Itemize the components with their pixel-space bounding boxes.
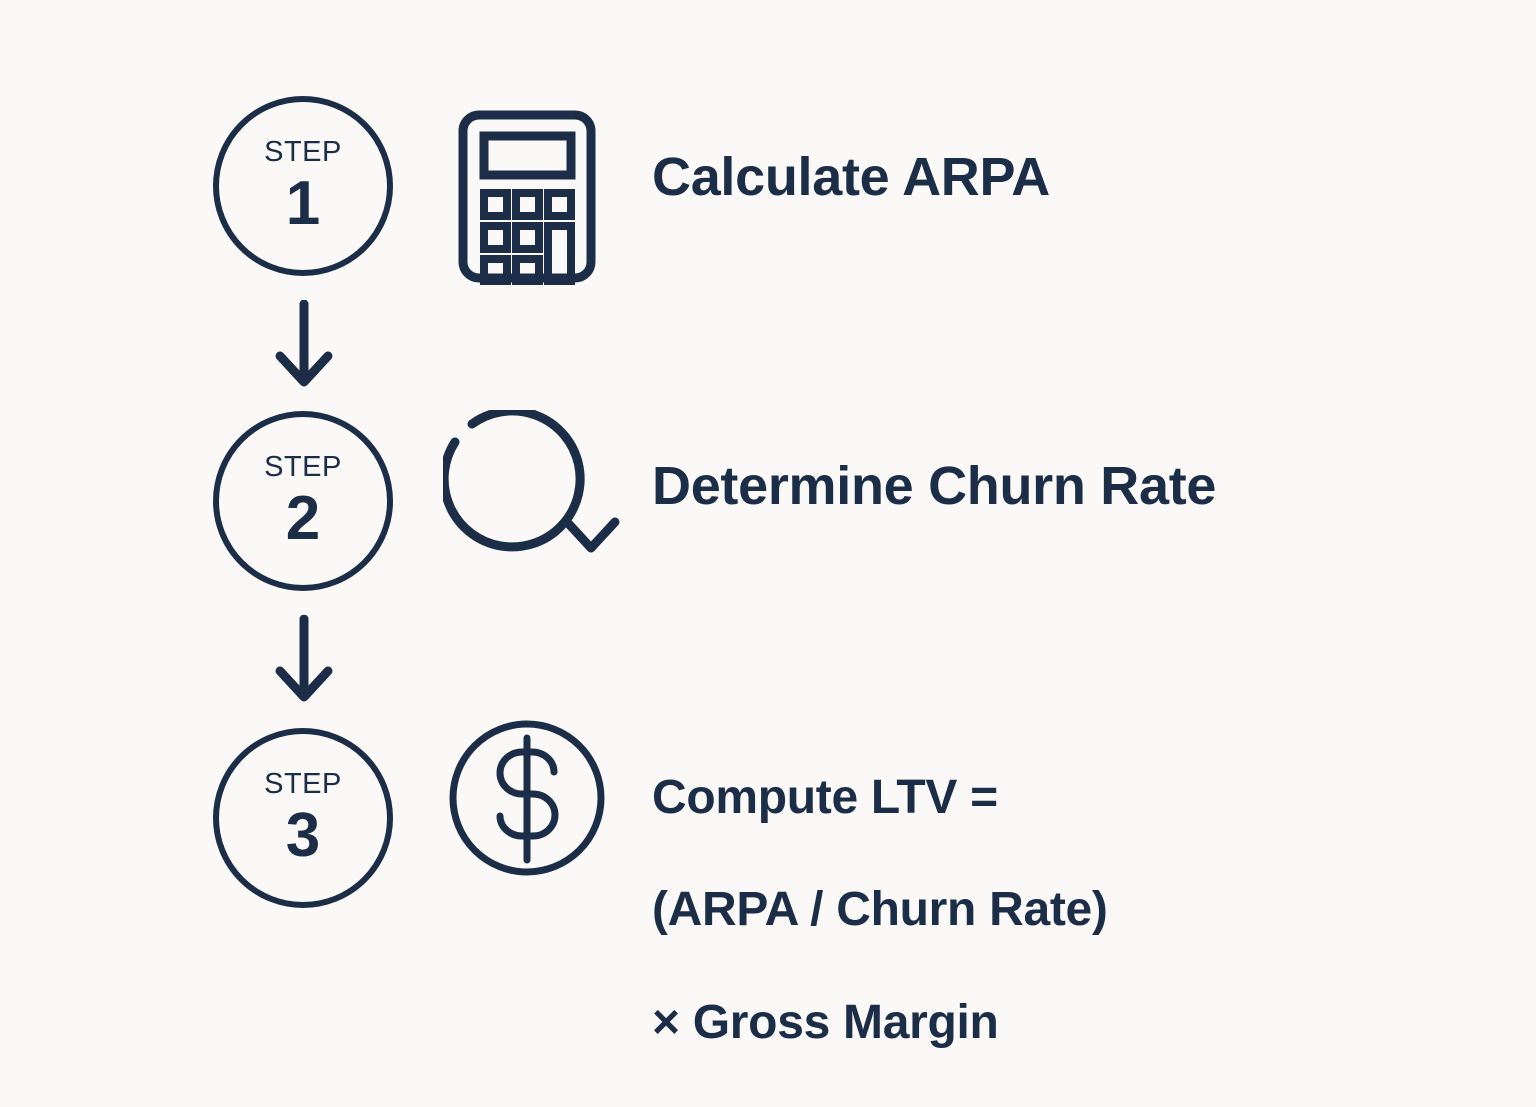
step-label-1: Calculate ARPA	[652, 147, 1050, 207]
step-badge-3-number: 3	[285, 800, 321, 870]
step-badge-3: STEP 3	[213, 728, 393, 908]
step-badge-2: STEP 2	[213, 411, 393, 591]
step-badge-1-number: 1	[285, 168, 321, 238]
arrow-step2-to-step3	[268, 614, 340, 710]
refresh-cycle-icon	[439, 406, 623, 585]
dollar-circle-icon	[448, 718, 608, 885]
step-badge-2-number: 2	[285, 483, 321, 553]
step-label-3: Compute LTV = (ARPA / Churn Rate) × Gros…	[652, 714, 1108, 1107]
step-label-3-line-2: (ARPA / Churn Rate)	[652, 883, 1108, 937]
calculator-icon	[455, 105, 600, 290]
step-badge-1-word: STEP	[264, 135, 342, 168]
step-label-3-line-1: Compute LTV =	[652, 771, 998, 825]
step-label-2: Determine Churn Rate	[652, 456, 1217, 516]
step-label-3-line-3: × Gross Margin	[652, 995, 999, 1049]
step-badge-1: STEP 1	[213, 96, 393, 276]
diagram-canvas: STEP 1 Calculate ARPA STEP	[213, 96, 1217, 1049]
step-badge-3-word: STEP	[264, 767, 342, 800]
step-badge-2-word: STEP	[264, 450, 342, 483]
arrow-step1-to-step2	[268, 299, 340, 395]
